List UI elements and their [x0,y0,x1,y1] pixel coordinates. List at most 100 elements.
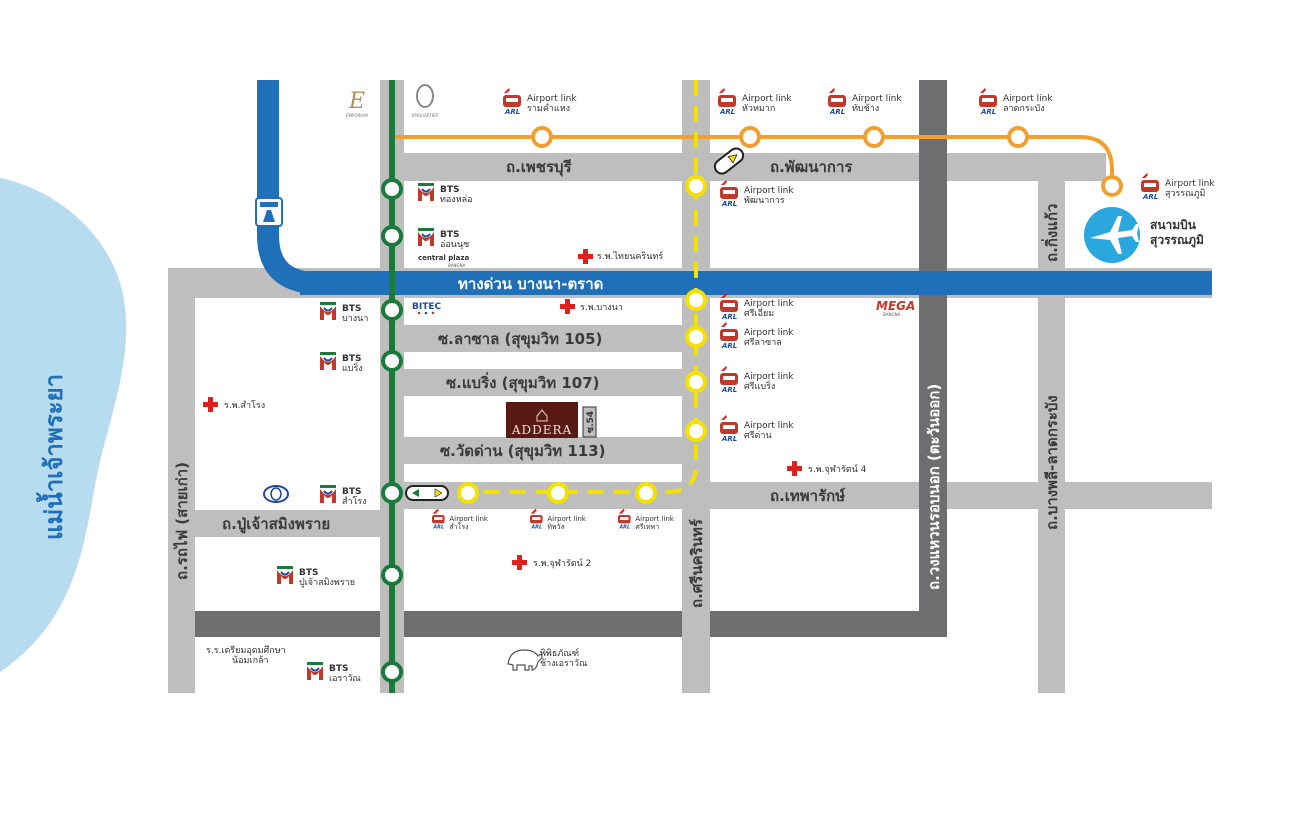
hospital-label: ร.พ.จุฬารัตน์ 2 [533,557,591,569]
yl-dot-7[interactable] [547,482,569,504]
mega-logo: MEGA BANGNA [876,299,915,317]
bts-station-name: ทองหล่อ [440,195,473,205]
svg-text:BANGNA: BANGNA [448,263,466,268]
bts-dot-thonglo[interactable] [381,178,403,200]
project-name: ADDERA [511,423,572,437]
bts-logo-icon [277,570,293,584]
hospital-cross-icon [787,461,802,476]
plane-icon [829,88,835,93]
arl-station-name: หัวหมาก [742,104,775,114]
bts-label: BTS [342,487,361,497]
road-labels: ถ.เพชรบุรี ถ.พัฒนาการ ซ.ลาซาล (สุขุมวิท … [172,158,1061,608]
bts-dot-erawan[interactable] [381,661,403,683]
plane-icon [721,415,727,420]
plane-icon [504,88,510,93]
svg-text:central plaza: central plaza [418,254,469,262]
yl-dot-2[interactable] [685,289,707,311]
arl-line-label: Airport link [635,515,675,523]
royal-emblem-icon [263,485,289,503]
svg-text:BITEC: BITEC [412,302,441,312]
label-watdan: ซ.วัดด่าน (สุขุมวิท 113) [440,442,606,461]
river [0,178,127,672]
yellow-line-marker-north [713,147,745,175]
road-kingkaeo [1038,181,1065,268]
arl-line-label: Airport link [744,421,794,431]
arl-dot-ramkhamhaeng[interactable] [531,126,553,148]
bts-station-name: แบริ่ง [342,361,363,374]
bts-station-name: ปู่เจ้าสมิงพราย [299,577,355,588]
yl-dot-4[interactable] [685,371,707,393]
bts-dot-pujao[interactable] [381,564,403,586]
yl-dot-1[interactable] [685,175,707,197]
arl-label: ARL [530,524,542,530]
bts-logo-icon [307,666,323,680]
bts-dot-onnut[interactable] [381,225,403,247]
bts-dot-samrong[interactable] [381,482,403,504]
arl-dot-latkrabang[interactable] [1007,126,1029,148]
bts-dot-bearing[interactable] [381,350,403,372]
yl-dot-8[interactable] [635,482,657,504]
yl-dot-5[interactable] [685,420,707,442]
arl-dot-huamak[interactable] [739,126,761,148]
bts-dot-bangna[interactable] [381,299,403,321]
hospital-label: ร.พ.จุฬารัตน์ 4 [808,463,867,475]
road-lasalle [404,325,682,352]
road-petchaburi-east [1046,153,1106,181]
school-landmark: ร.ร.เตรียมอุดมศึกษา น้อมเกล้า [206,645,286,666]
arl-line-label: Airport link [744,328,794,338]
arl-line-label: Airport link [1165,179,1215,189]
hospital-cross-icon [203,397,218,412]
yl-dot-3[interactable] [685,326,707,348]
bts-logo-icon [320,306,336,320]
label-bangphli: ถ.บางพลี-ลาดกระบัง [1043,395,1061,530]
museum-label-1: พิพิธภัณฑ์ [540,647,579,659]
svg-text:E: E [348,89,365,114]
bts-station-name: เอราวัณ [329,674,361,684]
arl-dot-suvarnabhumi[interactable] [1101,175,1123,197]
arl-station-name: สุวรรณภูมิ [1165,188,1205,199]
bts-logo-bar [320,352,336,355]
airport-link-line [392,135,1114,186]
airport-name-line2: สุวรรณภูมิ [1150,233,1204,248]
arl-line-label: Airport link [449,515,489,523]
hospital-cross-icon [560,299,575,314]
project-addera[interactable]: ADDERA ซ.54 [506,402,597,438]
arl-label: ARL [721,386,737,394]
road-rotfai [168,268,195,693]
road-pujao [195,510,385,537]
school-label-2: น้อมเกล้า [232,655,269,666]
elephant-icon [507,649,543,671]
yl-dot-6[interactable] [457,482,479,504]
expressway-icon [255,197,283,227]
bts-station-name: อ่อนนุช [440,240,469,250]
road-watdan [404,437,682,464]
landmarks: E EMPORIUM EMQUARTIER central plaza BANG… [206,84,915,671]
bts-stations [381,178,403,683]
arl-line-label: Airport link [744,372,794,382]
arl-line-label: Airport link [547,515,587,523]
arl-dot-thapchang[interactable] [863,126,885,148]
arl-label: ARL [719,108,735,116]
expressway-label: ทางด่วน บางนา-ตราด [458,275,603,293]
label-pujao: ถ.ปู่เจ้าสมิงพราย [222,515,330,534]
